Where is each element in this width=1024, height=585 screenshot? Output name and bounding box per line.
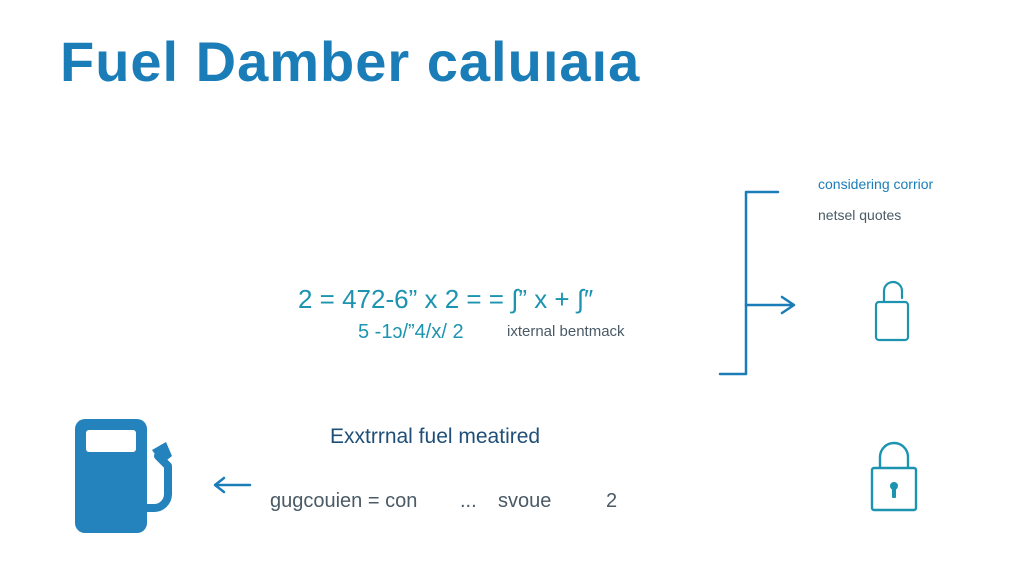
bracket-line: [718, 190, 780, 376]
fuel-pump-icon: [75, 419, 172, 533]
side-label-bottom: netsel quotes: [818, 207, 902, 223]
arrow-right-icon: [744, 295, 796, 315]
page-title: Fuel Damber caluıaıa: [60, 30, 641, 93]
formula-number: 2: [606, 490, 618, 512]
equation-note: ixternal bentmack: [507, 323, 625, 340]
locked-padlock-icon: [870, 441, 918, 512]
formula-left: gugcouien = con: [270, 490, 418, 512]
equation-line-2: 5 -1ɔ/”4/x/ 2: [358, 321, 464, 343]
side-label-top: considering corrior: [818, 176, 934, 192]
section-subtitle: Exxtrrnal fuel meatired: [330, 425, 541, 448]
bracket-connector: [718, 190, 796, 376]
equation-line-1: 2 = 472-6” x 2 = = ∫” x + ∫″: [298, 284, 594, 314]
unlocked-padlock-icon: [874, 280, 910, 342]
formula-right: svoue: [498, 490, 552, 512]
arrow-left-icon: [213, 476, 252, 494]
formula-ellipsis: ...: [460, 490, 477, 512]
